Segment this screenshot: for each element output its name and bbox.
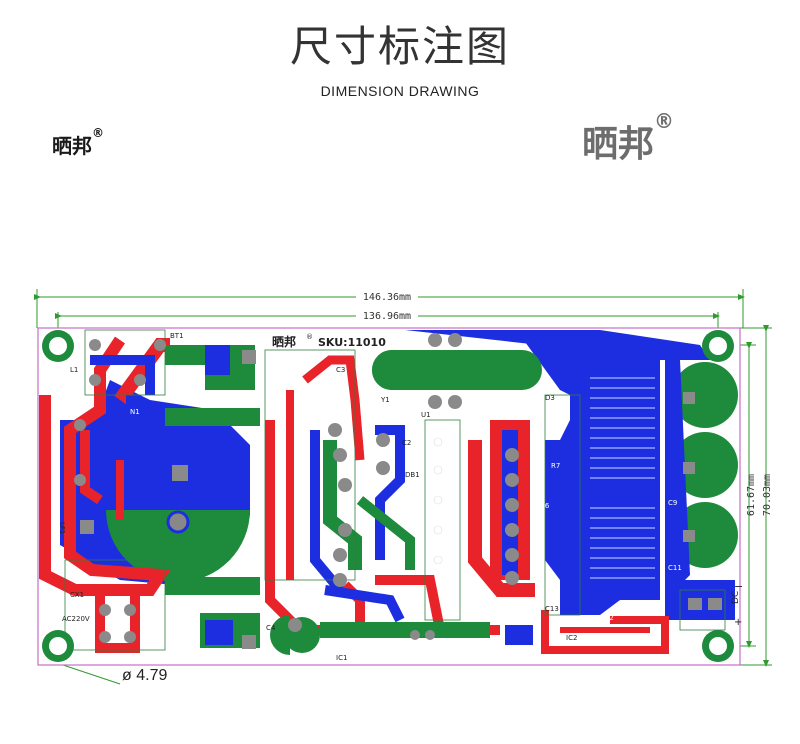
svg-text:D3: D3: [545, 394, 555, 402]
overall-height-label: 70.03mm: [762, 474, 773, 516]
green-trace-mid: [356, 496, 415, 570]
svg-text:C11: C11: [668, 564, 682, 572]
brand-logo-right: 晒邦®: [582, 109, 674, 167]
copper-layers: [39, 330, 738, 655]
svg-text:R7: R7: [551, 462, 560, 470]
heatsink-fins: [585, 370, 657, 595]
brand-logo-left: 晒邦®: [52, 126, 104, 159]
svg-text:C2: C2: [402, 439, 411, 447]
svg-text:+: +: [734, 617, 742, 628]
mounting-hole-top-right: [702, 330, 734, 362]
svg-text:IC1: IC1: [336, 654, 347, 662]
mounting-hole-bottom-right: [702, 630, 734, 662]
svg-text:Y1: Y1: [380, 396, 390, 404]
svg-text:BT1: BT1: [170, 332, 184, 340]
red-trace-mid: [302, 355, 365, 461]
heatsink-fin-lines: [590, 377, 655, 579]
svg-text:C4: C4: [266, 624, 276, 632]
registered-mark: ®: [92, 126, 104, 140]
component-pads: [74, 333, 722, 649]
overall-width-label: 146.36mm: [363, 292, 411, 303]
silk-registered-mark: ®: [306, 333, 313, 341]
page-title: 尺寸标注图: [289, 22, 510, 71]
svg-text:CX1: CX1: [70, 591, 84, 599]
svg-text:C9: C9: [668, 499, 677, 507]
svg-text:LF1: LF1: [58, 522, 66, 534]
blue-trace-mid: [324, 585, 405, 623]
svg-text:L1: L1: [70, 366, 78, 374]
dimension-labels: 146.36mm 136.96mm 61.67mm 70.03mm ø 4.79: [122, 290, 773, 684]
registered-mark: ®: [654, 109, 675, 133]
svg-text:R24: R24: [296, 387, 310, 395]
red-trace: [95, 590, 140, 653]
brand-name: 晒邦: [52, 134, 92, 158]
svg-text:DC: DC: [731, 591, 741, 604]
mounting-hole-bottom-left: [42, 630, 74, 662]
svg-text:−: −: [734, 580, 743, 593]
via-holes: [433, 437, 443, 565]
green-bar: [372, 350, 412, 390]
svg-text:DB1: DB1: [405, 471, 420, 479]
hole-spacing-width-label: 136.96mm: [363, 311, 411, 322]
silkscreen: [64, 329, 726, 651]
red-trace-right: [468, 440, 535, 597]
blue-pour-top: [405, 330, 710, 360]
silk-brand: 晒邦: [272, 334, 296, 349]
svg-text:C6: C6: [540, 502, 550, 510]
svg-text:C13: C13: [545, 605, 559, 613]
blue-block: [205, 345, 230, 375]
mounting-hole-top-left: [42, 330, 74, 362]
blue-block: [205, 620, 233, 645]
green-bar: [165, 577, 260, 595]
output-capacitor: [672, 432, 738, 498]
green-half-disc: [106, 510, 250, 582]
hole-diameter-label: ø 4.79: [122, 667, 167, 684]
hole-spacing-height-label: 61.67mm: [746, 474, 757, 516]
brand-name: 晒邦: [582, 124, 655, 165]
svg-text:AC220V: AC220V: [62, 615, 90, 623]
mounting-holes: [42, 330, 734, 662]
svg-text:N1: N1: [130, 408, 140, 416]
blue-block: [505, 625, 533, 645]
green-pad-c4: [270, 615, 290, 655]
page-subtitle: DIMENSION DRAWING: [320, 83, 480, 99]
green-bar: [372, 350, 542, 390]
green-bar: [320, 622, 490, 638]
svg-text:C12: C12: [600, 614, 614, 622]
svg-text:IC2: IC2: [566, 634, 577, 642]
blue-trace: [90, 355, 155, 395]
silk-sku: SKU:11010: [318, 336, 386, 349]
svg-text:C3: C3: [336, 366, 345, 374]
svg-text:U1: U1: [421, 411, 431, 419]
red-trace: [80, 430, 103, 505]
silkscreen-labels: 晒邦 ® SKU:11010 BT1 L1 N1 LF1 CX1 AC220V …: [58, 332, 743, 662]
output-capacitor: [672, 362, 738, 428]
green-bar: [165, 408, 260, 426]
red-trace-bottom: [541, 610, 669, 654]
